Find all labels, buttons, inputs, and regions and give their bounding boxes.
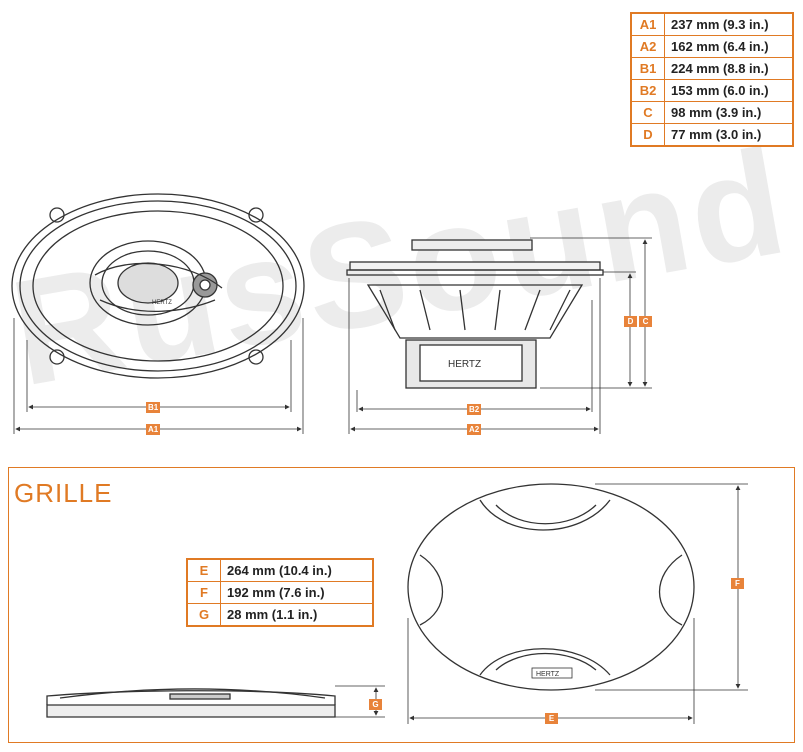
grille-title: GRILLE [14, 478, 113, 508]
tag-f: F [731, 578, 744, 589]
grille-brand-label: HERTZ [536, 671, 560, 678]
tag-g: G [369, 699, 382, 710]
grille-side-view [46, 688, 336, 718]
tag-b2: B2 [467, 404, 482, 415]
front-brand-label: HERTZ [152, 300, 172, 306]
tag-d: D [624, 316, 637, 327]
speaker-front-view [11, 193, 305, 379]
speaker-side-view [346, 239, 604, 389]
front-dimension-lines [13, 318, 304, 434]
tag-a1: A1 [146, 424, 161, 435]
side-brand-label: HERTZ [448, 359, 481, 370]
tag-e: E [545, 713, 558, 724]
tag-a2: A2 [467, 424, 482, 435]
grille-section [8, 467, 795, 743]
tag-b1: B1 [146, 402, 161, 413]
tag-c: C [639, 316, 652, 327]
grille-front-view [407, 483, 695, 691]
